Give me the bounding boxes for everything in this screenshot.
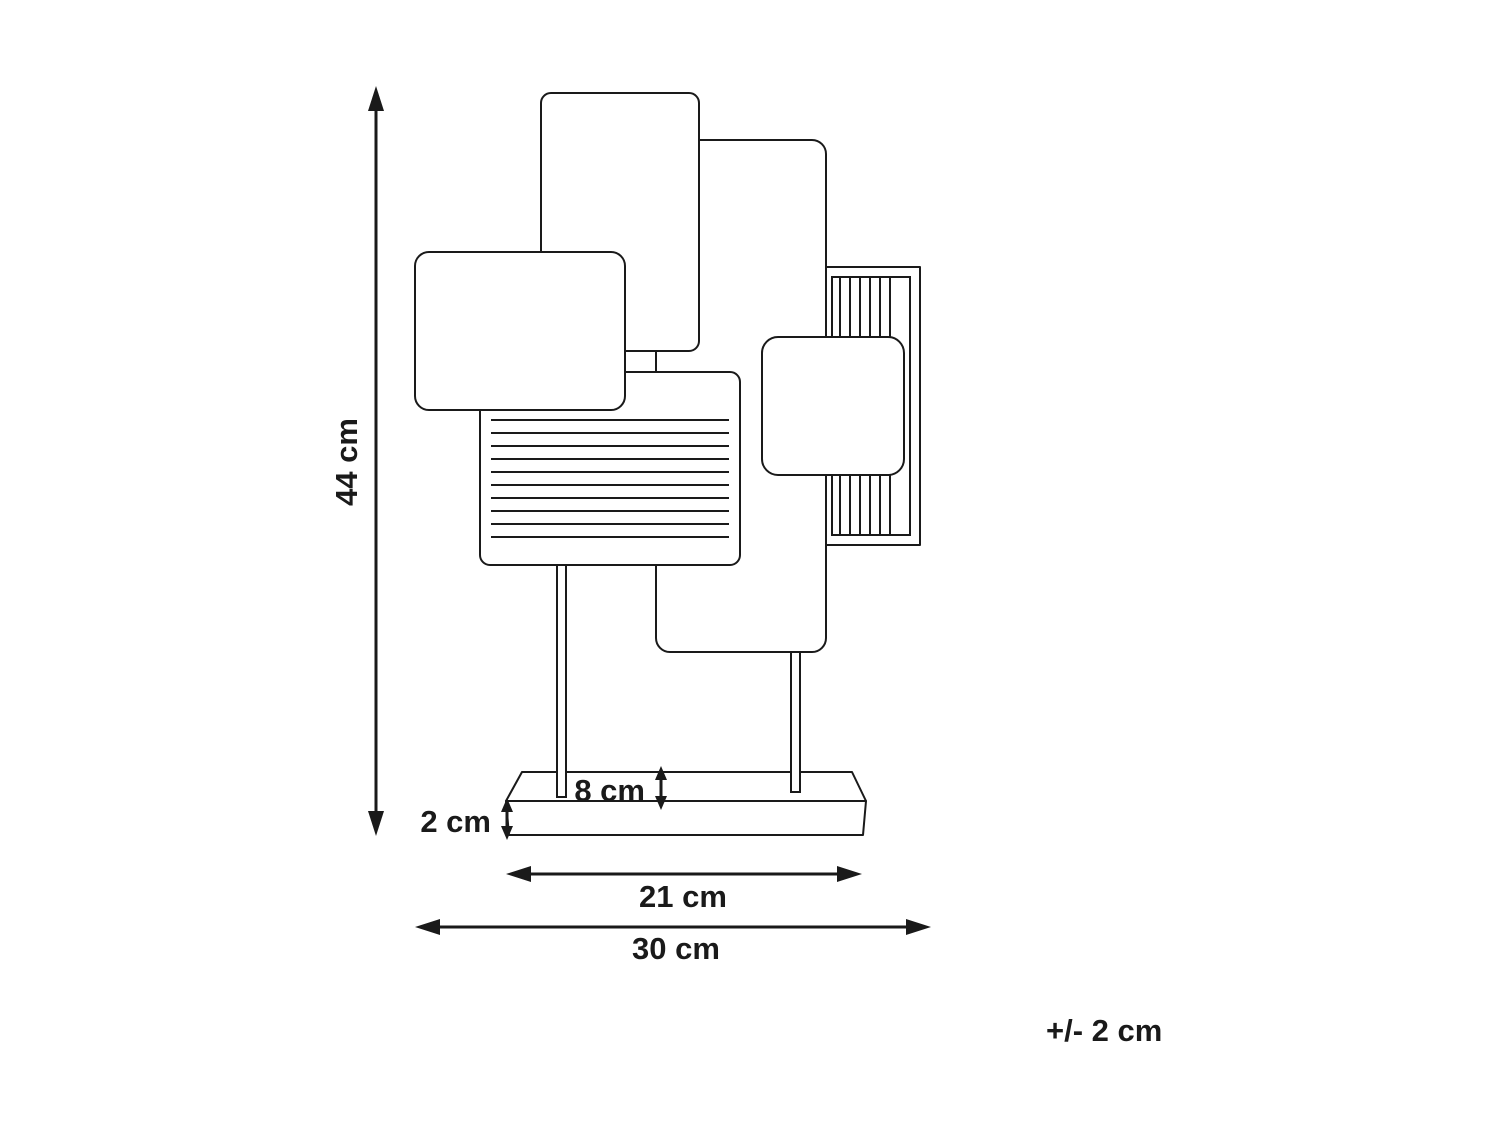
arrow-head-right-icon	[906, 919, 931, 935]
base-length-dimension-label: 21 cm	[639, 879, 727, 914]
base-depth-dimension-label: 8 cm	[574, 773, 645, 808]
base-front-face	[505, 800, 867, 836]
arrow-head-left-icon	[415, 919, 440, 935]
small-square-frame	[761, 336, 905, 476]
base-depth-dimension: 8 cm	[574, 766, 667, 810]
overall-width-dimension: 30 cm	[415, 919, 931, 966]
slatted-panel-horizontal	[479, 371, 741, 566]
arrow-head-left-icon	[506, 866, 531, 882]
height-dimension-label: 44 cm	[329, 418, 364, 506]
arrow-head-up-icon	[655, 766, 667, 780]
right-support-rod	[790, 639, 801, 793]
overall-width-dimension-label: 30 cm	[632, 931, 720, 966]
base-thickness-dimension-label: 2 cm	[420, 804, 491, 839]
height-dimension: 44 cm	[329, 86, 384, 836]
arrow-head-down-icon	[501, 826, 513, 840]
arrow-head-down-icon	[655, 796, 667, 810]
left-landscape-frame	[414, 251, 626, 411]
tolerance-note: +/- 2 cm	[1046, 1013, 1162, 1048]
left-support-rod	[556, 557, 567, 798]
arrow-head-right-icon	[837, 866, 862, 882]
arrow-head-down-icon	[368, 811, 384, 836]
arrow-head-up-icon	[368, 86, 384, 111]
arrow-head-up-icon	[501, 798, 513, 812]
base-thickness-dimension: 2 cm	[420, 798, 513, 840]
base-length-dimension: 21 cm	[506, 866, 862, 914]
